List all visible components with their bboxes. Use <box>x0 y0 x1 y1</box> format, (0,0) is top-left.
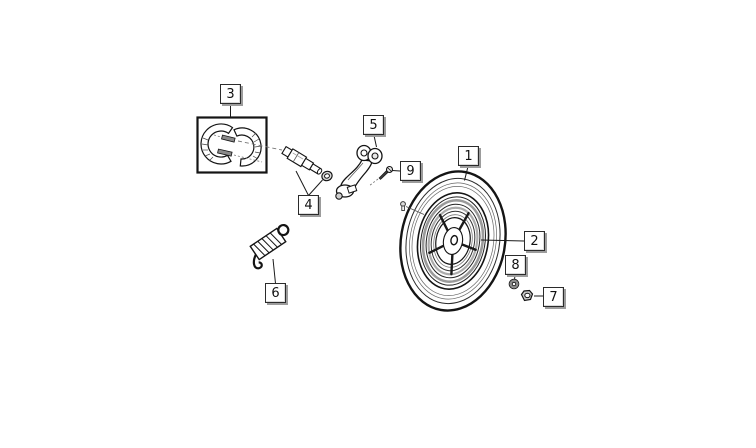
callout-7[interactable]: 7 <box>543 287 564 307</box>
adjuster-pin <box>368 165 394 187</box>
brake-arm <box>335 144 383 200</box>
axle-washer <box>508 278 520 290</box>
brake-shoe-left <box>200 123 234 165</box>
brake-spring <box>249 223 290 270</box>
valve-stem <box>400 201 425 215</box>
callout-9[interactable]: 9 <box>400 161 421 181</box>
callout-2[interactable]: 2 <box>524 231 545 251</box>
shoe-springs <box>213 134 263 163</box>
wheel-spokes <box>428 211 477 276</box>
axle-nut <box>520 289 534 302</box>
brake-cam-shaft <box>281 145 323 175</box>
callout-1[interactable]: 1 <box>458 146 479 166</box>
callout-4[interactable]: 4 <box>298 195 319 215</box>
callout-5[interactable]: 5 <box>363 115 384 135</box>
shoe-hatching <box>201 132 262 162</box>
leader-lines <box>230 105 543 297</box>
cam-shaft-washer <box>321 170 333 182</box>
callout-8[interactable]: 8 <box>505 255 526 275</box>
assembly-axis-dashed <box>237 140 283 151</box>
callout-3[interactable]: 3 <box>220 84 241 104</box>
callout-6[interactable]: 6 <box>265 283 286 303</box>
wheel-drawing <box>399 170 507 312</box>
brake-shoe-kit-box <box>196 116 268 174</box>
